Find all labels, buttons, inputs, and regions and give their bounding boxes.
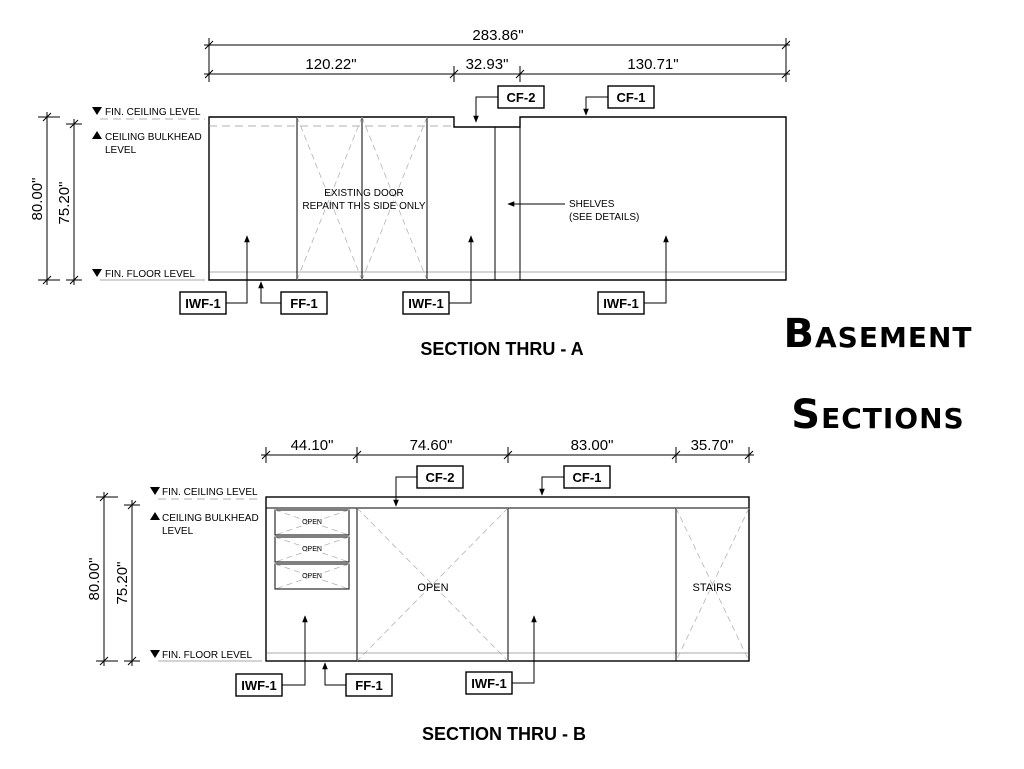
section-b-level-labels: FIN. CEILING LEVEL CEILING BULKHEAD LEVE…	[150, 487, 262, 662]
section-a-tag-iwf-left: IWF-1	[185, 296, 220, 311]
section-a-dim-3: 130.71"	[627, 56, 678, 73]
section-a-dimensions: 283.86" 120.22" 32.93" 130.71"	[204, 27, 791, 82]
sheet-title: Basement Sections	[784, 311, 973, 438]
section-b-tag-iwf-left: IWF-1	[241, 678, 276, 693]
section-a-tag-iwf-right: IWF-1	[603, 296, 638, 311]
section-a-floor-level: FIN. FLOOR LEVEL	[105, 269, 195, 280]
section-a-height-outer: 80.00"	[29, 178, 46, 221]
section-a-tag-cf2: CF-2	[507, 90, 536, 105]
section-b-tag-cf2: CF-2	[426, 470, 455, 485]
section-a-height-dims: 80.00" 75.20"	[29, 112, 82, 285]
section-b-tag-ff: FF-1	[355, 678, 382, 693]
section-b-heading: SECTION THRU - B	[422, 724, 586, 744]
section-b-ceiling-level: FIN. CEILING LEVEL	[162, 487, 258, 498]
section-b-height-dims: 80.00" 75.20"	[86, 492, 140, 666]
section-b-dim-3: 83.00"	[571, 437, 614, 454]
section-a-tag-ff: FF-1	[290, 296, 317, 311]
section-a-dim-1: 120.22"	[305, 56, 356, 73]
down-triangle-icon	[92, 269, 102, 277]
section-b-bulkhead-2: LEVEL	[162, 526, 194, 537]
down-triangle-icon	[150, 487, 160, 495]
section-b-dim-1: 44.10"	[291, 437, 334, 454]
section-b-dimensions: 44.10" 74.60" 83.00" 35.70"	[261, 437, 754, 463]
section-b-stairs-label: STAIRS	[693, 582, 732, 594]
section-a-door-note-2: REPAINT THIS SIDE ONLY	[302, 201, 426, 212]
section-a-elevation: EXISTING DOOR REPAINT THIS SIDE ONLY SHE…	[208, 116, 787, 281]
section-a-ceiling-level: FIN. CEILING LEVEL	[105, 107, 201, 118]
section-a-bulkhead-2: LEVEL	[105, 145, 137, 156]
down-triangle-icon	[92, 107, 102, 115]
section-a-bulkhead-1: CEILING BULKHEAD	[105, 132, 202, 143]
section-a-overall-dim: 283.86"	[472, 27, 523, 44]
title-line-1: Basement	[784, 311, 973, 357]
section-b-open-label: OPEN	[417, 582, 448, 594]
section-a-tag-iwf-mid: IWF-1	[408, 296, 443, 311]
section-a-tags: CF-2 CF-1 IWF-1 FF-1 IWF-1 IWF-1	[179, 85, 669, 315]
section-a-level-labels: FIN. CEILING LEVEL CEILING BULKHEAD LEVE…	[92, 107, 205, 281]
section-b-elevation: OPEN OPEN OPEN OPEN STAIRS	[265, 496, 750, 662]
section-a-shelves-note-1: SHELVES	[569, 199, 615, 210]
up-triangle-icon	[150, 512, 160, 520]
up-triangle-icon	[92, 131, 102, 139]
section-b-bulkhead-1: CEILING BULKHEAD	[162, 513, 259, 524]
section-a-height-inner: 75.20"	[56, 182, 73, 225]
section-a-heading: SECTION THRU - A	[420, 339, 583, 359]
section-b-height-outer: 80.00"	[86, 558, 103, 601]
section-a-tag-cf1: CF-1	[617, 90, 646, 105]
section-b-dim-2: 74.60"	[410, 437, 453, 454]
section-b-shelf-label-3: OPEN	[302, 573, 322, 580]
section-b: 44.10" 74.60" 83.00" 35.70" 80.00" 75.20…	[86, 437, 754, 744]
section-b-tag-cf1: CF-1	[573, 470, 602, 485]
section-a-shelves-note-2: (SEE DETAILS)	[569, 212, 639, 223]
down-triangle-icon	[150, 650, 160, 658]
section-b-tag-iwf-mid: IWF-1	[471, 676, 506, 691]
section-a: 283.86" 120.22" 32.93" 130.71" 80.00"	[29, 27, 791, 359]
section-b-shelf-label-2: OPEN	[302, 546, 322, 553]
title-line-2: Sections	[791, 392, 964, 438]
section-b-tags: CF-2 CF-1 IWF-1 FF-1 IWF-1	[235, 465, 611, 697]
section-b-dim-4: 35.70"	[691, 437, 734, 454]
section-b-height-inner: 75.20"	[114, 562, 131, 605]
section-a-dim-2: 32.93"	[466, 56, 509, 73]
section-b-floor-level: FIN. FLOOR LEVEL	[162, 650, 252, 661]
section-a-door-note-1: EXISTING DOOR	[324, 188, 403, 199]
section-b-shelf-label-1: OPEN	[302, 519, 322, 526]
